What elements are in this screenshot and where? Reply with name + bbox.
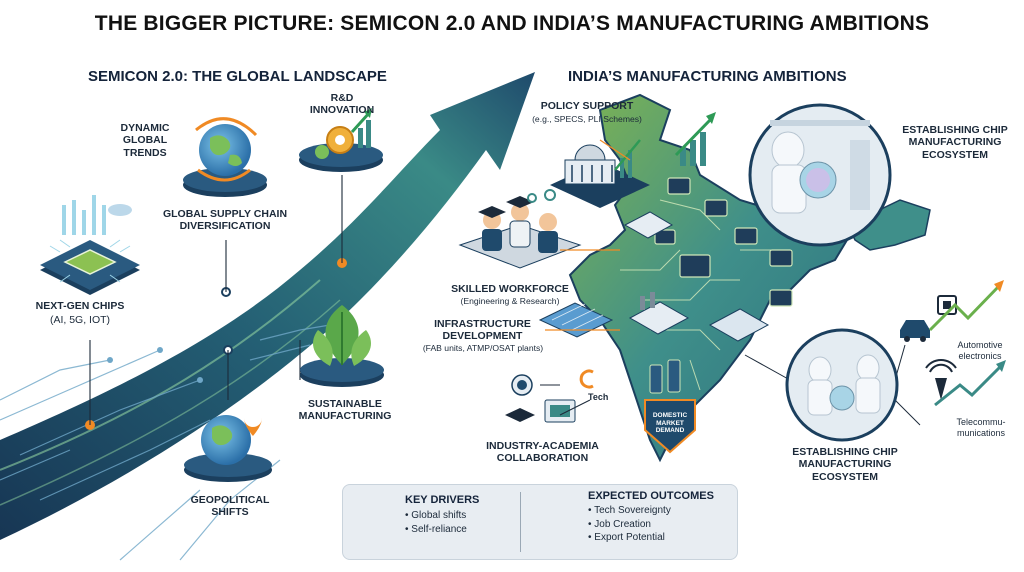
label-dynamic-trends: DYNAMIC GLOBAL TRENDS [120,122,170,159]
outcome-item: • Tech Sovereignty [588,505,671,516]
panel-divider [520,492,521,552]
academia-icons [505,369,594,423]
left-connectors [89,175,343,425]
expected-outcomes-block: EXPECTED OUTCOMES • Tech Sovereignty • J… [588,490,733,545]
capitol-icon [550,139,650,208]
antenna-icon [925,359,957,400]
key-drivers-block: KEY DRIVERS • Global shifts • Self-relia… [405,494,515,536]
key-driver-item: • Global shifts [405,510,467,521]
gear-icon [299,108,383,172]
label-infra: INFRASTRUCTURE DEVELOPMENT [434,318,531,343]
label-policy-sub: (e.g., SPECS, PLI Schemes) [532,114,642,124]
expected-outcomes-title: EXPECTED OUTCOMES [588,490,714,502]
globe-icon [183,117,267,197]
label-next-gen-sub: (AI, 5G, IOT) [49,314,111,326]
outcome-item: • Export Potential [588,532,665,543]
summary-panel [342,484,738,560]
fab-photo-top [748,103,892,247]
page-title: THE BIGGER PICTURE: SEMICON 2.0 AND INDI… [94,12,930,35]
label-supply-chain: GLOBAL SUPPLY CHAIN DIVERSIFICATION [162,208,288,233]
label-ecosystem-top: ESTABLISHING CHIP MANUFACTURING ECOSYSTE… [902,124,1008,161]
chip-icon [40,195,140,295]
circuit-lines [0,324,331,561]
telecom-growth-arrow [934,360,1006,407]
label-ecosystem-bottom: ESTABLISHING CHIP MANUFACTURING ECOSYSTE… [792,446,898,483]
label-rnd: R&D INNOVATION [309,92,375,117]
right-section-heading: INDIA’S MANUFACTURING AMBITIONS [568,68,847,85]
graduate-icon [458,189,582,269]
label-academia: INDUSTRY-ACADEMIA COLLABORATION [486,440,599,465]
car-icon [900,320,930,342]
key-driver-item: • Self-reliance [405,523,467,535]
label-policy: POLICY SUPPORT [540,100,634,112]
bar-chart-icon [674,112,716,166]
label-geopolitical: GEOPOLITICAL SHIFTS [190,494,270,519]
growth-arrow [0,72,535,540]
label-domestic-market: DOMESTIC MARKET DEMAND [652,412,688,435]
right-connectors [545,139,631,331]
label-infra-sub: (FAB units, ATMP/OSAT plants) [422,343,544,353]
label-skilled-sub: (Engineering & Research) [460,296,560,306]
map-pin-icon [184,414,272,482]
label-next-gen-chips: NEXT-GEN CHIPS [35,300,125,312]
label-tech: Tech [588,392,609,402]
left-section-heading: SEMICON 2.0: THE GLOBAL LANDSCAPE [88,68,387,85]
key-drivers-title: KEY DRIVERS [405,494,480,506]
leaf-icon [300,305,384,387]
label-automotive: Automotive electronics [957,340,1003,361]
outcome-item: • Job Creation [588,518,651,530]
factory-icon [538,302,614,338]
label-sustainable: SUSTAINABLE MANUFACTURING [298,398,392,423]
wafer-icon [785,328,899,442]
label-telecom: Telecommu-munications [956,417,1006,438]
growth-arrow-green [928,280,1004,332]
label-skilled: SKILLED WORKFORCE [451,283,569,295]
